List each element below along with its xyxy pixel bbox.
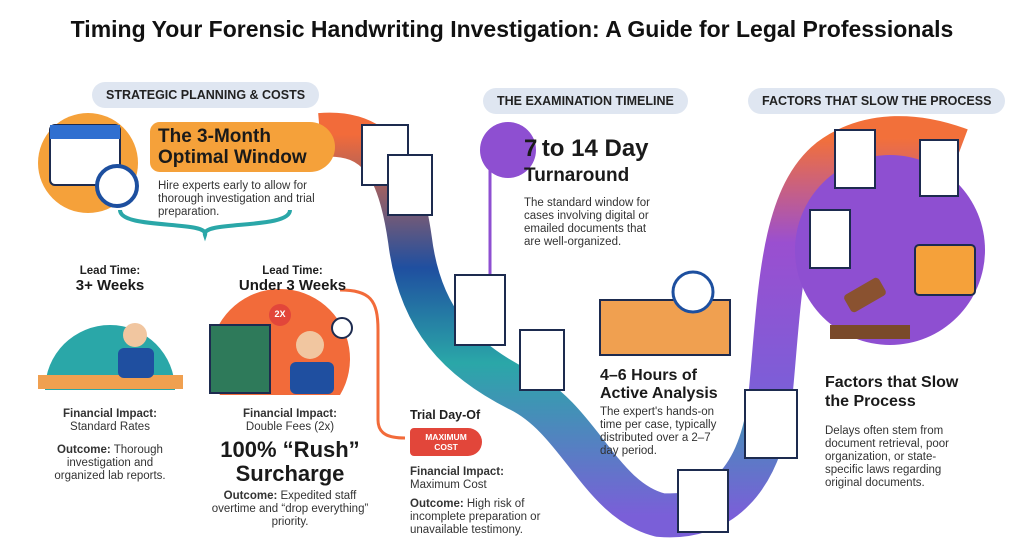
gavel-icon xyxy=(844,277,886,313)
2x-badge-text: 2X xyxy=(274,309,286,319)
gavel-base-icon xyxy=(830,325,910,339)
factors-circle xyxy=(795,155,985,345)
analysis-desc: The expert's hands-on time per case, typ… xyxy=(600,406,717,457)
turnaround-number: 7 xyxy=(524,135,538,162)
trial-outcome-label: Outcome: xyxy=(410,498,464,510)
section-pill-planning: STRATEGIC PLANNING & COSTS xyxy=(92,82,320,108)
trial-impact: Maximum Cost xyxy=(410,479,487,491)
rush-details: Financial Impact: Double Fees (2x) 100% … xyxy=(205,408,375,529)
lead-standard-label: Lead Time: xyxy=(79,265,141,277)
document-icons xyxy=(361,124,959,533)
rush-impact: Double Fees (2x) xyxy=(245,421,335,433)
standard-desk xyxy=(38,375,183,389)
standard-details: Financial Impact: Standard Rates Outcome… xyxy=(40,408,180,483)
standard-impact: Standard Rates xyxy=(70,421,150,433)
rush-person-head xyxy=(296,331,324,359)
ribbon-path-right xyxy=(748,116,968,403)
standard-person-body xyxy=(118,348,154,378)
standard-person-head xyxy=(123,323,147,347)
clock-icon xyxy=(95,164,139,208)
trial-details: Financial Impact: Maximum Cost Outcome: … xyxy=(410,466,550,537)
turnaround-circle xyxy=(480,122,536,178)
optimal-desc: Hire experts early to allow for thorough… xyxy=(158,180,315,218)
turnaround-heading: 7 to 14 Day xyxy=(524,135,649,163)
lead-rush-value: Under 3 Weeks xyxy=(238,277,347,294)
rush-outcome: Expedited staff overtime and “drop every… xyxy=(211,490,369,528)
section-pill-factors: FACTORS THAT SLOW THE PROCESS xyxy=(748,88,1006,114)
branch-connector xyxy=(118,209,292,242)
lead-rush: Lead Time: Under 3 Weeks xyxy=(225,265,360,294)
standard-impact-label: Financial Impact: xyxy=(63,408,157,420)
arrow-to-trial xyxy=(339,288,406,440)
trial-impact-label: Financial Impact: xyxy=(410,466,504,478)
optimal-title-1: The 3-Month xyxy=(158,126,271,147)
turnaround-title: to 14 Day xyxy=(541,135,649,162)
locked-folder-icon xyxy=(914,244,976,296)
maximum-cost-tag: MAXIMUM COST xyxy=(410,428,482,456)
section-pill-timeline: THE EXAMINATION TIMELINE xyxy=(483,88,688,114)
lead-rush-label: Lead Time: xyxy=(262,265,323,277)
factors-title: Factors that Slow the Process xyxy=(825,374,959,410)
rush-person-body xyxy=(290,362,334,394)
desk-icon xyxy=(599,299,731,356)
turnaround-subtitle: Turnaround xyxy=(524,165,630,186)
rush-impact-label: Financial Impact: xyxy=(243,408,337,420)
money-stack-icon xyxy=(209,324,271,394)
analysis-clock-icon xyxy=(671,270,715,314)
calendar-header xyxy=(50,125,120,139)
stopwatch-icon xyxy=(331,317,353,339)
lead-standard: Lead Time: 3+ Weeks xyxy=(50,265,170,294)
turnaround-desc: The standard window for cases involving … xyxy=(524,197,650,248)
trial-outcome: High risk of incomplete preparation or u… xyxy=(410,498,541,536)
optimal-title-2: Optimal Window xyxy=(158,147,307,168)
lead-standard-value: 3+ Weeks xyxy=(75,277,145,294)
factors-desc: Delays often stem from document retrieva… xyxy=(825,425,950,489)
optimal-window-banner: The 3-Month Optimal Window xyxy=(150,122,335,172)
rush-outcome-label: Outcome: xyxy=(223,490,278,502)
standard-outcome: Thorough investigation and organized lab… xyxy=(54,444,166,482)
standard-outcome-label: Outcome: xyxy=(57,444,111,456)
trial-label: Trial Day-Of xyxy=(410,408,481,422)
page-title: Timing Your Forensic Handwriting Investi… xyxy=(70,16,954,42)
2x-badge xyxy=(269,304,291,326)
rush-surcharge: 100% “Rush” Surcharge xyxy=(220,437,360,486)
analysis-title: 4–6 Hours of Active Analysis xyxy=(600,367,718,402)
